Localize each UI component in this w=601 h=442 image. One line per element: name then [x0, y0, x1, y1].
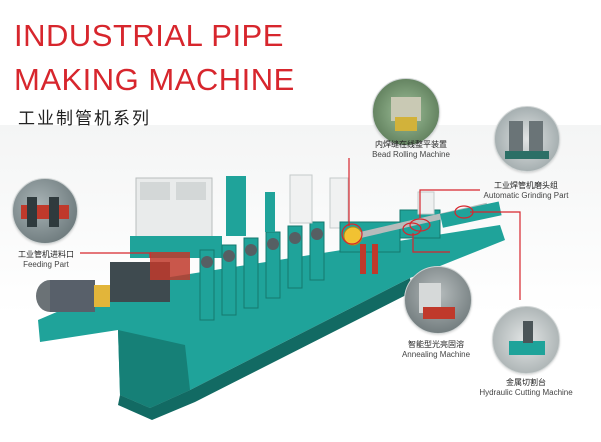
grinding-part-photo: [494, 106, 560, 172]
page-title-line1: INDUSTRIAL PIPE: [14, 18, 284, 53]
feeding-part-label-cn: 工业管机进料口: [18, 250, 74, 259]
annealing-machine-icon: [419, 283, 455, 319]
feeding-part-photo: [12, 178, 78, 244]
feeding-part-label: 工业管机进料口 Feeding Part: [8, 250, 84, 270]
page-subtitle: 工业制管机系列: [18, 109, 151, 129]
grinding-part-label-en: Automatic Grinding Part: [483, 191, 569, 200]
annealing-machine-photo: [404, 266, 472, 334]
annealing-machine-label-cn: 智能型光亮固溶: [408, 340, 464, 349]
grinding-part-icon: [505, 121, 549, 159]
cutting-machine-icon: [509, 321, 545, 355]
annealing-machine-label-en: Annealing Machine: [401, 350, 471, 359]
annealing-machine-label: 智能型光亮固溶 Annealing Machine: [386, 340, 486, 360]
bead-rolling-label-cn: 内焊缝在线整平装置: [375, 140, 447, 149]
feeding-part-icon: [21, 197, 69, 227]
bead-rolling-icon: [391, 97, 421, 131]
bead-rolling-label-en: Bead Rolling Machine: [372, 150, 450, 159]
grinding-part-label: 工业焊管机磨头组 Automatic Grinding Part: [470, 181, 582, 201]
bead-rolling-label: 内焊缝在线整平装置 Bead Rolling Machine: [356, 140, 466, 160]
grinding-part-label-cn: 工业焊管机磨头组: [494, 181, 558, 190]
page-title-line2: MAKING MACHINE: [14, 62, 295, 97]
feeding-part-label-en: Feeding Part: [23, 260, 69, 269]
cutting-machine-photo: [492, 306, 560, 374]
bead-rolling-photo: [372, 78, 440, 146]
cutting-machine-label-cn: 金属切割台: [506, 378, 546, 387]
cutting-machine-label-en: Hydraulic Cutting Machine: [479, 388, 573, 397]
cutting-machine-label: 金属切割台 Hydraulic Cutting Machine: [468, 378, 584, 398]
